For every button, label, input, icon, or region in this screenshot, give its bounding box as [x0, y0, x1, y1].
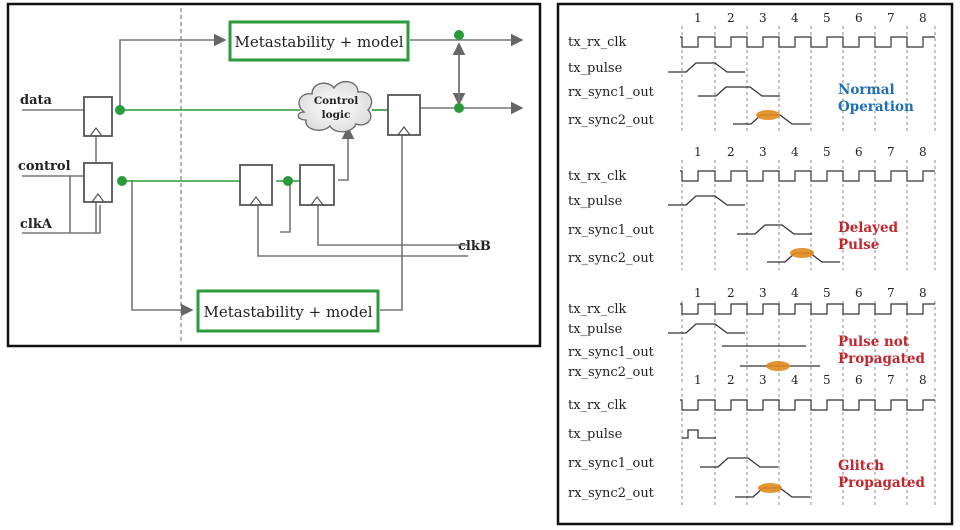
clkb-input-label: clkB	[458, 239, 491, 254]
clock-waveform	[680, 399, 935, 411]
panel-caption: Pulse	[838, 237, 879, 253]
cycle-number: 3	[759, 145, 767, 159]
data-input-label: data	[20, 93, 53, 108]
cycle-number: 8	[919, 286, 927, 300]
clock-waveform	[680, 36, 935, 48]
clock-waveform	[680, 170, 935, 182]
junction-dots	[115, 30, 464, 186]
cycle-number: 1	[694, 11, 702, 25]
cycle-number: 2	[727, 11, 735, 25]
cycle-number: 7	[887, 11, 895, 25]
cycle-number: 7	[887, 145, 895, 159]
flip-flop-control	[83, 162, 113, 203]
rx-sync1-waveform	[700, 457, 778, 468]
tx-pulse-waveform	[682, 429, 716, 439]
tx-pulse-waveform	[668, 323, 745, 334]
waveform-diagram-delayed: 1 2 3 4 5 6 7 8 tx_rx_clk tx_pulse rx_sync1_out rx_…	[568, 145, 936, 270]
metastability-model-bottom: Metastability + model	[196, 289, 380, 333]
metastability-marker	[756, 110, 780, 120]
control-logic-label-2: logic	[322, 109, 351, 121]
cycle-number: 4	[791, 11, 799, 25]
control-input-label: control	[18, 159, 71, 174]
cycle-number: 4	[791, 373, 799, 387]
waveform-diagrams: 1 2 3 4 5 6 7 8 tx_rx_clk tx_pulse rx_sync1_out rx_…	[568, 11, 936, 505]
cycle-number: 6	[855, 286, 863, 300]
signal-label-rx-sync1-out: rx_sync1_out	[568, 223, 655, 238]
cycle-number: 8	[919, 145, 927, 159]
signal-label-tx-pulse: tx_pulse	[568, 194, 623, 209]
cycle-number: 7	[887, 286, 895, 300]
signal-label-tx-pulse: tx_pulse	[568, 61, 623, 76]
schematic-panel: data control clkA clkB	[6, 2, 542, 348]
flip-flop-sync1	[239, 164, 273, 206]
clka-input-label: clkA	[20, 217, 53, 232]
cycle-number: 5	[823, 373, 831, 387]
signal-label-rx-sync1-out: rx_sync1_out	[568, 345, 655, 360]
cycle-number: 4	[791, 145, 799, 159]
model-bottom-label: Metastability + model	[203, 303, 372, 321]
tx-pulse-waveform	[668, 195, 745, 206]
signal-label-tx-pulse: tx_pulse	[568, 322, 623, 337]
rx-sync1-waveform	[698, 86, 780, 97]
metastability-marker	[758, 483, 782, 493]
cycle-number: 2	[727, 145, 735, 159]
waveform-diagram-not-propagated: 1 2 3 4 5 6 7 8 tx_rx_clk tx_pulse rx_sync1_out rx_…	[568, 286, 936, 384]
signal-label-rx-sync2-out: rx_sync2_out	[568, 365, 655, 380]
metastability-marker	[790, 248, 814, 258]
cycle-number: 5	[823, 145, 831, 159]
signal-label-rx-sync1-out: rx_sync1_out	[568, 85, 655, 100]
signal-label-rx-sync2-out: rx_sync2_out	[568, 251, 655, 266]
signal-label-tx-pulse: tx_pulse	[568, 427, 623, 442]
model-top-label: Metastability + model	[234, 33, 403, 51]
cycle-number: 8	[919, 11, 927, 25]
cycle-number: 6	[855, 145, 863, 159]
panel-caption: Pulse not	[838, 334, 910, 350]
panel-caption: Operation	[838, 99, 914, 115]
panel-caption: Delayed	[838, 220, 899, 236]
cycle-number: 7	[887, 373, 895, 387]
cycle-number: 5	[823, 286, 831, 300]
rx-sync1-waveform	[737, 224, 812, 235]
panel-caption: Propagated	[838, 351, 925, 367]
panel-caption: Glitch	[838, 458, 884, 474]
signal-label-tx-rx-clk: tx_rx_clk	[568, 398, 627, 413]
panel-caption: Propagated	[838, 475, 925, 491]
cycle-number: 3	[759, 286, 767, 300]
cycle-number: 2	[727, 373, 735, 387]
control-logic-label-1: Control	[314, 95, 358, 107]
signal-label-rx-sync2-out: rx_sync2_out	[568, 486, 655, 501]
cycle-number: 8	[919, 373, 927, 387]
flip-flop-data	[83, 96, 113, 137]
waveform-diagram-normal: 1 2 3 4 5 6 7 8 tx_rx_clk tx_pulse rx_sync1_out rx_…	[568, 11, 936, 132]
signal-label-rx-sync1-out: rx_sync1_out	[568, 456, 655, 471]
cycle-number: 3	[759, 11, 767, 25]
metastability-marker	[766, 361, 790, 371]
cycle-number: 5	[823, 11, 831, 25]
cycle-number: 4	[791, 286, 799, 300]
cycle-number: 3	[759, 373, 767, 387]
cycle-number: 1	[694, 373, 702, 387]
waveform-panel: 1 2 3 4 5 6 7 8 tx_rx_clk tx_pulse rx_sync1_out rx_…	[556, 2, 954, 526]
metastability-model-top: Metastability + model	[228, 20, 410, 62]
signal-label-tx-rx-clk: tx_rx_clk	[568, 169, 627, 184]
cycle-number: 1	[694, 286, 702, 300]
flip-flop-sync2	[299, 164, 335, 206]
cycle-number: 6	[855, 373, 863, 387]
cycle-number: 1	[694, 145, 702, 159]
flip-flop-output	[387, 94, 421, 136]
signal-label-tx-rx-clk: tx_rx_clk	[568, 35, 627, 50]
schematic-wires	[22, 33, 524, 317]
control-logic-cloud: Control logic	[297, 81, 373, 133]
signal-label-rx-sync2-out: rx_sync2_out	[568, 113, 655, 128]
tx-pulse-waveform	[668, 62, 745, 73]
clock-waveform	[680, 303, 935, 315]
signal-label-tx-rx-clk: tx_rx_clk	[568, 302, 627, 317]
cycle-number: 2	[727, 286, 735, 300]
waveform-diagram-glitch: 1 2 3 4 5 6 7 8 tx_rx_clk tx_pulse rx_sync1_out rx_…	[568, 373, 936, 505]
panel-caption: Normal	[838, 82, 895, 98]
cycle-number: 6	[855, 11, 863, 25]
